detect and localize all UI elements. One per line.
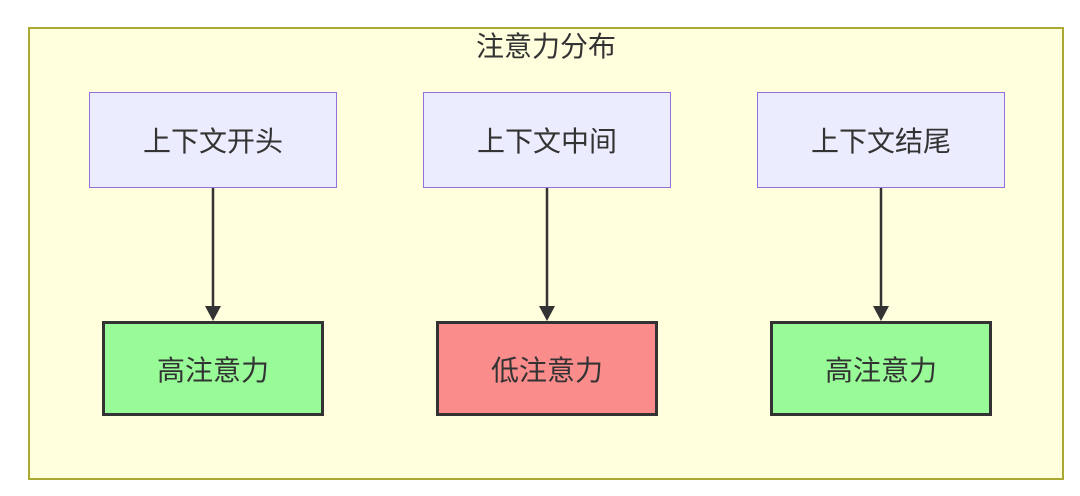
node-attention-begin: 高注意力 [102,321,324,416]
node-context-end: 上下文结尾 [757,92,1005,188]
node-attention-middle: 低注意力 [436,321,658,416]
node-attention-begin-label: 高注意力 [156,354,269,386]
node-context-begin: 上下文开头 [89,92,337,188]
cluster-title: 注意力分布 [475,31,616,62]
node-attention-end: 高注意力 [770,321,992,416]
node-context-begin-label: 上下文开头 [142,126,283,157]
node-attention-end-label: 高注意力 [824,354,937,386]
node-context-end-label: 上下文结尾 [810,126,951,157]
node-context-middle: 上下文中间 [423,92,671,188]
node-context-middle-label: 上下文中间 [476,126,617,157]
node-attention-middle-label: 低注意力 [490,354,603,386]
